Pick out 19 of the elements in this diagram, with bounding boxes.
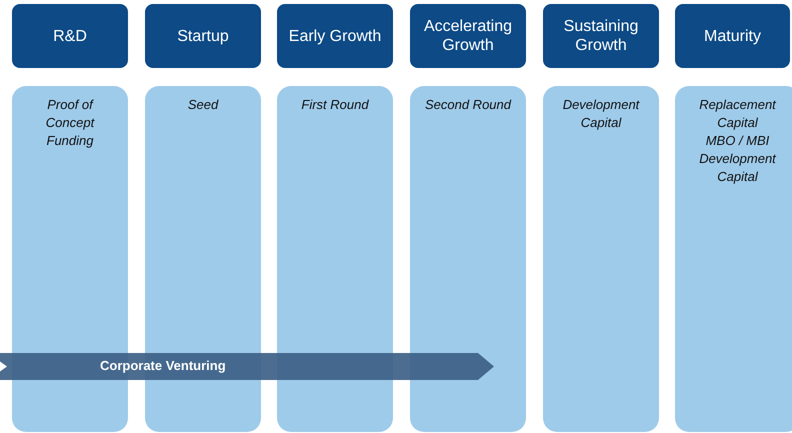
stage-column — [543, 86, 659, 432]
funding-label: Replacement Capital — [698, 96, 778, 132]
funding-label: Seed — [188, 96, 218, 114]
stage-column — [277, 86, 393, 432]
stage-column — [675, 86, 792, 432]
stage-header: Maturity — [675, 4, 790, 68]
stage-header: R&D — [12, 4, 128, 68]
stage-header: Startup — [145, 4, 261, 68]
funding-label: Second Round — [424, 96, 511, 114]
stage-header: Early Growth — [277, 4, 393, 68]
band-label: Corporate Venturing — [100, 358, 226, 373]
stage-header: Sustaining Growth — [543, 4, 659, 68]
funding-label: Proof of Concept Funding — [44, 96, 96, 150]
funding-label: First Round — [301, 96, 369, 114]
funding-label: Development Capital — [698, 150, 778, 186]
funding-label: MBO / MBI — [706, 132, 770, 150]
stage-column — [410, 86, 526, 432]
stage-header: Accelerating Growth — [410, 4, 526, 68]
funding-label: Development Capital — [562, 96, 641, 132]
